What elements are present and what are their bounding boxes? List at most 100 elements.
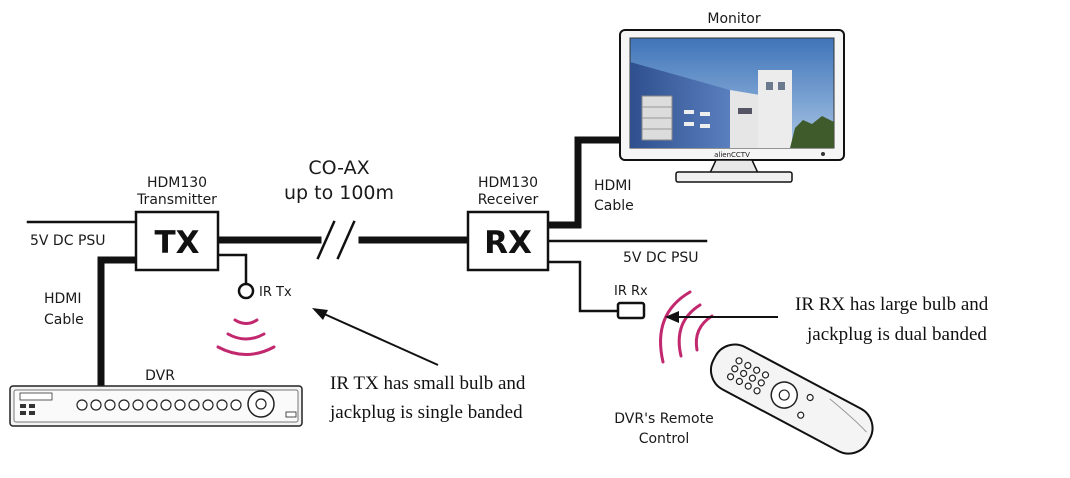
- dvr-jog-center-icon: [255, 398, 267, 410]
- remote-button-icon: [806, 393, 814, 402]
- remote-button-icon: [797, 411, 805, 419]
- hdmi-right-label-line2: Cable: [594, 198, 634, 214]
- dvr-usb-port-icon: [285, 411, 297, 418]
- remote-button-icon: [748, 374, 757, 382]
- note-tx-line2: jackplug is single banded: [329, 402, 523, 423]
- remote-button-icon: [753, 366, 761, 374]
- dvr-led-icon: [20, 411, 26, 415]
- annotation-arrows: [312, 308, 778, 366]
- hdmi-left-label-line1: HDMI: [44, 291, 82, 307]
- remote-button-icon: [726, 373, 735, 381]
- remote-label-line1: DVR's Remote: [614, 411, 713, 427]
- ir-rx-plug-icon: [616, 301, 646, 320]
- dvr-button-icon: [188, 399, 200, 411]
- ir-tx-label: IR Tx: [259, 285, 292, 300]
- coax-break-mark: [336, 220, 356, 260]
- note-tx-line1: IR TX has small bulb and: [330, 373, 526, 394]
- hdmi-right-label-line1: HDMI: [594, 178, 632, 194]
- dvr-button-icon: [104, 399, 116, 411]
- ir-rx-wave-icon: [659, 290, 714, 364]
- monitor-stand: [708, 159, 760, 174]
- dvr-button-icon: [160, 399, 172, 411]
- dvr-led-icon: [29, 411, 35, 415]
- dvr-button-icon: [132, 399, 144, 411]
- building-window: [778, 82, 785, 90]
- note-rx-line2: jackplug is dual banded: [806, 324, 987, 345]
- dvr-button-icon: [90, 399, 102, 411]
- dvr-led-icon: [20, 404, 26, 408]
- tx-label-line1: HDM130: [147, 175, 207, 191]
- hdmi-right-cable: [544, 136, 632, 229]
- dvr-logo-icon: [19, 392, 53, 401]
- ir-rx-receiver: IR Rx: [614, 284, 714, 364]
- monitor-power-icon: [821, 152, 825, 156]
- psu-right-label: 5V DC PSU: [623, 250, 699, 266]
- transmitter-unit: TX HDM130 Transmitter: [134, 175, 220, 272]
- building-window: [684, 122, 694, 126]
- building-window: [738, 108, 752, 114]
- dvr-button-icon: [118, 399, 130, 411]
- remote-button-icon: [744, 361, 752, 370]
- coax-label-line1: CO-AX: [308, 157, 369, 179]
- trees: [790, 116, 834, 148]
- coax-break-mark: [316, 220, 336, 260]
- monitor-brand-logo: alienCCTV: [714, 151, 750, 159]
- dvr-button-icon: [146, 399, 158, 411]
- remote-label-line2: Control: [639, 431, 690, 447]
- building-tower: [758, 70, 792, 148]
- rx-label-line1: HDM130: [478, 175, 538, 191]
- remote-grip: [829, 398, 867, 433]
- ir-tx-emitter: IR Tx: [216, 282, 292, 356]
- dvr-button-icon: [202, 399, 214, 411]
- dvr-button-icon: [230, 399, 242, 411]
- rx-box-text: RX: [484, 225, 532, 261]
- tx-label-line2: Transmitter: [136, 192, 217, 208]
- remote-control: [709, 343, 874, 455]
- cables: [26, 136, 708, 390]
- monitor-base: [675, 171, 793, 183]
- arrow-to-ir-tx: [321, 312, 439, 366]
- building-window: [700, 112, 710, 116]
- arrow-head-icon: [665, 311, 679, 323]
- remote-button-icon: [744, 382, 752, 390]
- ir-tx-lead: [216, 253, 248, 285]
- ir-rx-label: IR Rx: [614, 284, 648, 299]
- dvr-led-icon: [29, 404, 35, 408]
- monitor-unit: Monitor alienCCTV: [619, 11, 845, 183]
- tx-box: [134, 210, 220, 272]
- remote-button-icon: [757, 379, 765, 387]
- dvr-button-icon: [174, 399, 186, 411]
- remote-button-icon: [731, 365, 739, 373]
- building-window: [766, 82, 773, 90]
- remote-button-icon: [735, 357, 743, 365]
- coax-label-line2: up to 100m: [284, 182, 394, 204]
- ir-tx-bulb-icon: [237, 282, 255, 300]
- building-window: [684, 110, 694, 114]
- psu-left-label: 5V DC PSU: [30, 233, 106, 249]
- dvr-unit: DVR: [9, 368, 303, 427]
- dvr-buttons: [76, 399, 242, 411]
- arrow-head-icon: [312, 308, 328, 320]
- rx-box: [466, 210, 550, 272]
- note-rx-line1: IR RX has large bulb and: [795, 294, 989, 315]
- tx-box-text: TX: [154, 225, 199, 261]
- hdmi-left-cable: [97, 256, 140, 390]
- remote-button-icon: [740, 369, 748, 378]
- rx-label-line2: Receiver: [478, 192, 539, 208]
- remote-button-icon: [735, 377, 743, 386]
- monitor-label: Monitor: [707, 11, 760, 27]
- remote-button-icon: [753, 387, 761, 395]
- receiver-unit: RX HDM130 Receiver: [466, 175, 550, 272]
- ir-rx-lead: [546, 260, 620, 313]
- remote-buttons: [726, 357, 770, 395]
- building-window: [700, 124, 710, 128]
- remote-dpad-center-icon: [778, 389, 790, 401]
- hdmi-left-label-line2: Cable: [44, 312, 84, 328]
- remote-button-icon: [761, 371, 770, 379]
- dvr-button-icon: [216, 399, 228, 411]
- dvr-button-icon: [76, 399, 88, 411]
- ir-tx-wave-icon: [216, 318, 276, 356]
- dvr-label: DVR: [145, 368, 175, 384]
